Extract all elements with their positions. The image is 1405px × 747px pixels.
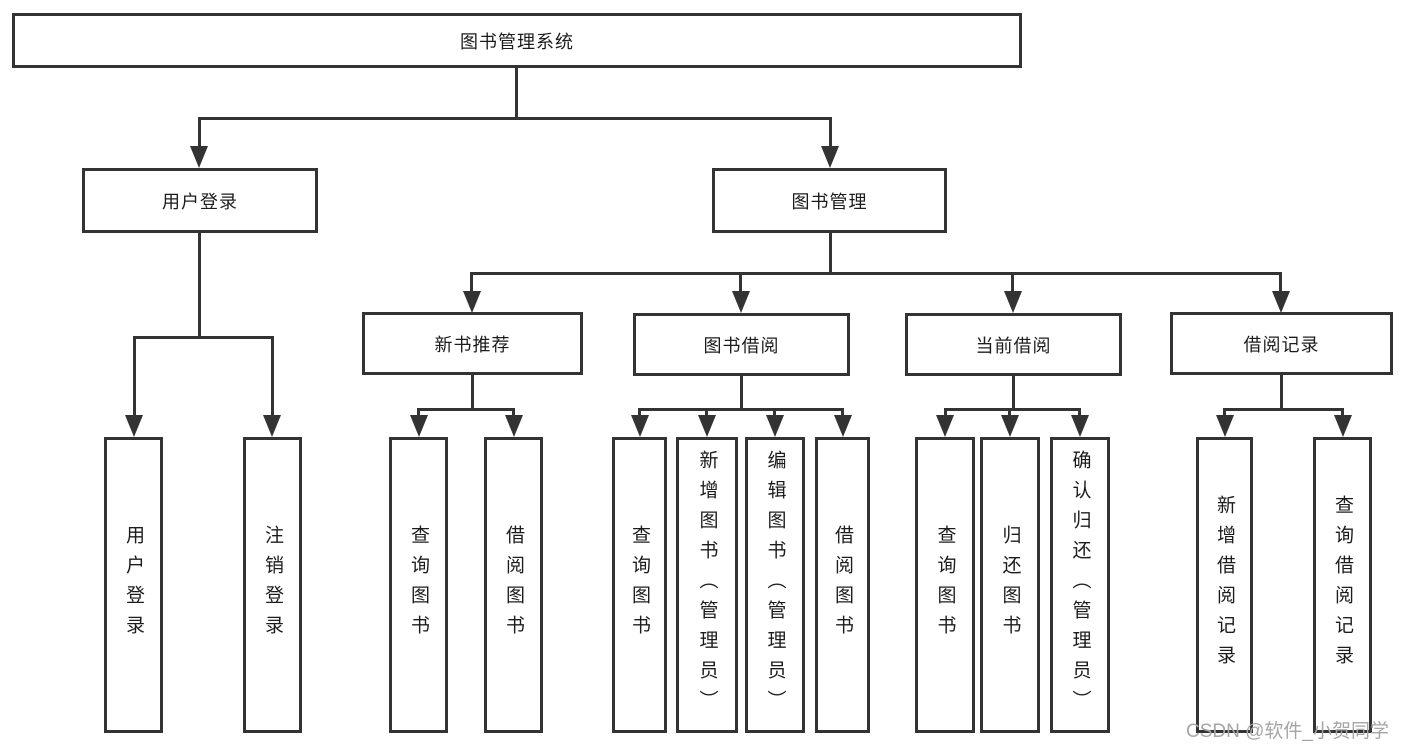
- arrowhead-down-icon: [410, 415, 428, 437]
- connector-hline: [417, 408, 515, 411]
- connector-vline: [705, 408, 708, 417]
- connector-vline: [773, 408, 776, 417]
- watermark: CSDN @软件_小贺同学: [1186, 721, 1389, 742]
- node-label: 图书管理系统: [460, 31, 574, 52]
- connector-vline: [470, 272, 473, 292]
- arrowhead-down-icon: [190, 146, 208, 168]
- connector-vline: [133, 336, 136, 417]
- connector-vline: [1011, 272, 1014, 292]
- node-root: 图书管理系统: [12, 13, 1022, 68]
- leaf-query-borrow-record: 查询借阅记录: [1313, 437, 1372, 733]
- arrowhead-down-icon: [1216, 415, 1234, 437]
- node-borrow-records: 借阅记录: [1170, 312, 1393, 375]
- node-label: 当前借阅: [975, 335, 1052, 356]
- connector-vline: [740, 376, 743, 410]
- node-label: 图书借阅: [703, 335, 780, 356]
- connector-hline: [198, 117, 832, 120]
- connector-vline: [841, 408, 844, 417]
- connector-vline: [638, 408, 641, 417]
- leaf-logout: 注销登录: [243, 437, 302, 733]
- arrowhead-down-icon: [463, 291, 481, 313]
- leaf-edit-book-admin: 编辑图书（管理员）: [745, 437, 805, 733]
- node-book-management: 图书管理: [712, 168, 947, 233]
- node-new-book-recommend: 新书推荐: [362, 312, 583, 375]
- node-label: 借阅图书: [503, 525, 524, 645]
- connector-vline: [829, 233, 832, 274]
- node-label: 新增借阅记录: [1214, 495, 1235, 675]
- leaf-borrow-books: 借阅图书: [815, 437, 870, 733]
- node-label: 查询图书: [934, 525, 956, 645]
- node-label: 编辑图书（管理员）: [764, 450, 786, 720]
- connector-vline: [944, 408, 947, 417]
- leaf-add-borrow-record: 新增借阅记录: [1196, 437, 1253, 733]
- connector-vline: [1078, 408, 1081, 417]
- node-label: 图书管理: [791, 191, 868, 212]
- connector-vline: [515, 68, 518, 118]
- leaf-return-book: 归还图书: [980, 437, 1040, 733]
- node-label: 查询图书: [629, 525, 650, 645]
- arrowhead-down-icon: [698, 415, 716, 437]
- connector-hline: [133, 336, 274, 339]
- connector-vline: [1341, 408, 1344, 417]
- arrowhead-down-icon: [766, 415, 784, 437]
- connector-vline: [829, 117, 832, 148]
- leaf-borrow-books-recommend: 借阅图书: [484, 437, 543, 733]
- node-label: 用户登录: [162, 191, 238, 212]
- arrowhead-down-icon: [732, 291, 750, 313]
- arrowhead-down-icon: [1001, 415, 1019, 437]
- connector-hline: [944, 408, 1081, 411]
- node-book-borrow: 图书借阅: [633, 313, 850, 376]
- connector-vline: [198, 117, 201, 148]
- node-current-borrow: 当前借阅: [905, 313, 1122, 376]
- arrowhead-down-icon: [834, 415, 852, 437]
- leaf-user-login: 用户登录: [104, 437, 163, 733]
- node-label: 注销登录: [262, 525, 283, 645]
- node-user-login: 用户登录: [82, 168, 318, 233]
- connector-vline: [271, 336, 274, 417]
- leaf-query-books-recommend: 查询图书: [389, 437, 448, 733]
- arrowhead-down-icon: [505, 415, 523, 437]
- node-label: 查询借阅记录: [1332, 495, 1353, 675]
- connector-vline: [1008, 408, 1011, 417]
- connector-hline: [470, 272, 1282, 275]
- connector-vline: [471, 375, 474, 410]
- arrowhead-down-icon: [125, 415, 143, 437]
- leaf-query-books-current: 查询图书: [915, 437, 975, 733]
- node-label: 用户登录: [123, 525, 144, 645]
- connector-vline: [1012, 376, 1015, 410]
- node-label: 借阅图书: [832, 525, 853, 645]
- connector-hline: [638, 408, 844, 411]
- node-label: 新书推荐: [434, 334, 511, 355]
- arrowhead-down-icon: [1334, 415, 1352, 437]
- connector-vline: [1280, 375, 1283, 410]
- connector-vline: [739, 272, 742, 292]
- arrowhead-down-icon: [1272, 291, 1290, 313]
- node-label: 借阅记录: [1243, 334, 1320, 355]
- leaf-query-books-borrow: 查询图书: [612, 437, 667, 733]
- connector-vline: [198, 233, 201, 339]
- arrowhead-down-icon: [631, 415, 649, 437]
- node-label: 查询图书: [408, 525, 429, 645]
- arrowhead-down-icon: [1004, 291, 1022, 313]
- arrowhead-down-icon: [1071, 415, 1089, 437]
- connector-hline: [1223, 408, 1343, 411]
- connector-vline: [512, 408, 515, 417]
- node-label: 确认归还（管理员）: [1069, 450, 1091, 720]
- connector-vline: [1223, 408, 1226, 417]
- arrowhead-down-icon: [821, 146, 839, 168]
- leaf-confirm-return-admin: 确认归还（管理员）: [1050, 437, 1110, 733]
- connector-vline: [1279, 272, 1282, 292]
- node-label: 新增图书（管理员）: [696, 450, 718, 720]
- leaf-add-book-admin: 新增图书（管理员）: [676, 437, 738, 733]
- connector-vline: [417, 408, 420, 417]
- node-label: 归还图书: [999, 525, 1021, 645]
- arrowhead-down-icon: [263, 415, 281, 437]
- arrowhead-down-icon: [936, 415, 954, 437]
